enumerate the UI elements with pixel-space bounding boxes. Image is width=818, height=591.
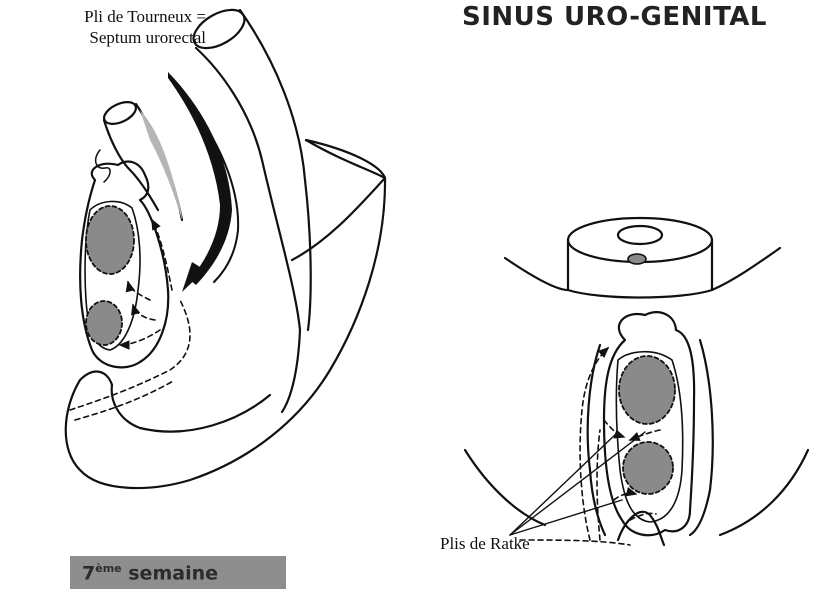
week-number: 7 — [82, 562, 95, 584]
tourneux-label-line1: Pli de Tourneux = — [6, 6, 206, 27]
frontal-upper-lumen — [619, 356, 675, 424]
tourneux-label: Pli de Tourneux = Septum urorectal — [6, 6, 206, 48]
ratke-label: Plis de Ratke — [440, 533, 530, 554]
page-title: SINUS URO-GENITAL — [462, 2, 767, 32]
bottom-notch — [618, 512, 664, 545]
allantois-shadow — [140, 110, 182, 220]
lateral-view — [66, 2, 385, 488]
allantois-opening — [101, 98, 139, 129]
cloaca-rim — [292, 140, 385, 260]
stump-body — [568, 240, 712, 298]
week-text: 7ème semaine — [82, 562, 218, 584]
stump-dot — [628, 254, 646, 264]
stump-ring — [618, 226, 662, 244]
week-suffix: ème — [95, 562, 121, 575]
ratke-leaders — [510, 432, 645, 535]
week-word: semaine — [128, 562, 218, 584]
septum-arrow — [168, 72, 232, 285]
hindgut-tube — [196, 10, 311, 412]
week-badge: 7ème semaine — [70, 556, 286, 589]
tourneux-label-line2: Septum urorectal — [6, 27, 206, 48]
upper-lumen — [86, 206, 134, 274]
frontal-lower-lumen — [623, 442, 673, 494]
frontal-view — [465, 218, 808, 545]
lower-lumen — [86, 301, 122, 345]
